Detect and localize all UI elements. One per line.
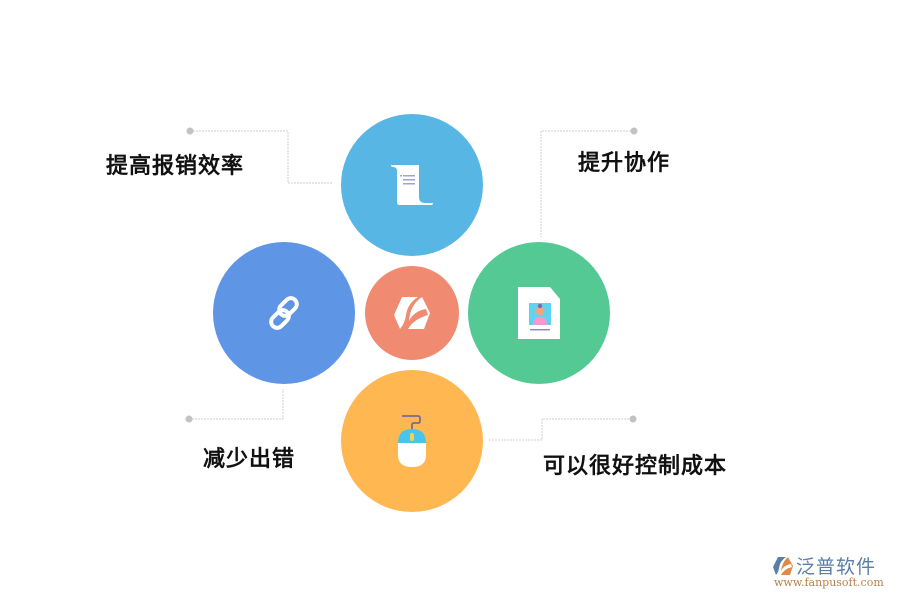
computer-mouse-icon [398, 415, 426, 467]
node-bottom-label: 可以很好控制成本 [543, 454, 728, 479]
connector-dot [185, 415, 193, 423]
watermark-url: www.fanpusoft.com [774, 576, 884, 589]
watermark-name: 泛普软件 [796, 556, 877, 578]
node-right-circle [468, 242, 610, 384]
id-card-file-icon [518, 287, 560, 339]
connector-top-left [190, 130, 332, 184]
scroll-document-icon [391, 165, 433, 205]
connector-dot [186, 127, 194, 135]
connector-top-right [540, 130, 634, 237]
connector-bottom-right [489, 418, 633, 441]
fanpu-watermark: 泛普软件 www.fanpusoft.com [768, 552, 896, 594]
center-circle [365, 266, 459, 360]
node-left-label: 减少出错 [203, 447, 296, 472]
connector-dot [629, 415, 637, 423]
fanpu-logo-icon [394, 297, 430, 329]
node-top-circle [341, 114, 483, 256]
fanpu-mark-icon [773, 557, 793, 575]
node-bottom-circle [341, 370, 483, 512]
chain-link-icon [269, 296, 299, 330]
node-top-label: 提高报销效率 [106, 154, 245, 179]
connector-dot [630, 127, 638, 135]
node-right-label: 提升协作 [578, 151, 671, 176]
connector-bottom-left [189, 389, 284, 420]
node-left-circle [213, 242, 355, 384]
